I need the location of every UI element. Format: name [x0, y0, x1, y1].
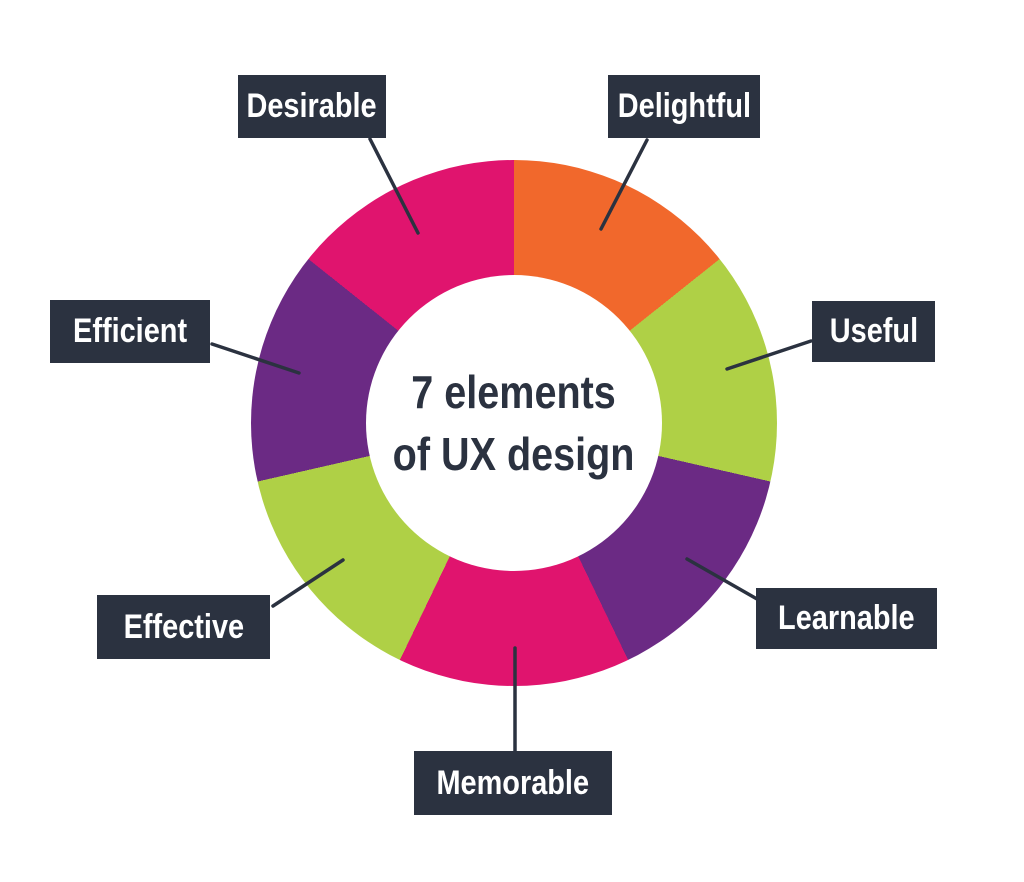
chart-title-line1: 7 elements [411, 365, 617, 418]
label-text-efficient: Efficient [72, 312, 188, 350]
label-text-effective: Effective [123, 607, 244, 646]
label-text-delightful: Delightful [617, 87, 751, 125]
label-box-useful: Useful [812, 301, 935, 362]
label-box-efficient: Efficient [50, 300, 210, 363]
donut-hole: 7 elements of UX design [366, 275, 662, 571]
label-box-learnable: Learnable [756, 588, 937, 649]
label-box-delightful: Delightful [608, 75, 760, 138]
label-text-learnable: Learnable [778, 599, 915, 637]
chart-title-line2: of UX design [393, 428, 635, 480]
chart-title: 7 elements of UX design [393, 361, 635, 485]
label-box-effective: Effective [97, 595, 270, 659]
label-box-memorable: Memorable [414, 751, 612, 815]
label-text-desirable: Desirable [246, 87, 378, 125]
label-box-desirable: Desirable [238, 75, 386, 138]
donut-chart: 7 elements of UX design [251, 160, 777, 686]
label-text-useful: Useful [829, 312, 918, 350]
label-text-memorable: Memorable [436, 763, 590, 802]
